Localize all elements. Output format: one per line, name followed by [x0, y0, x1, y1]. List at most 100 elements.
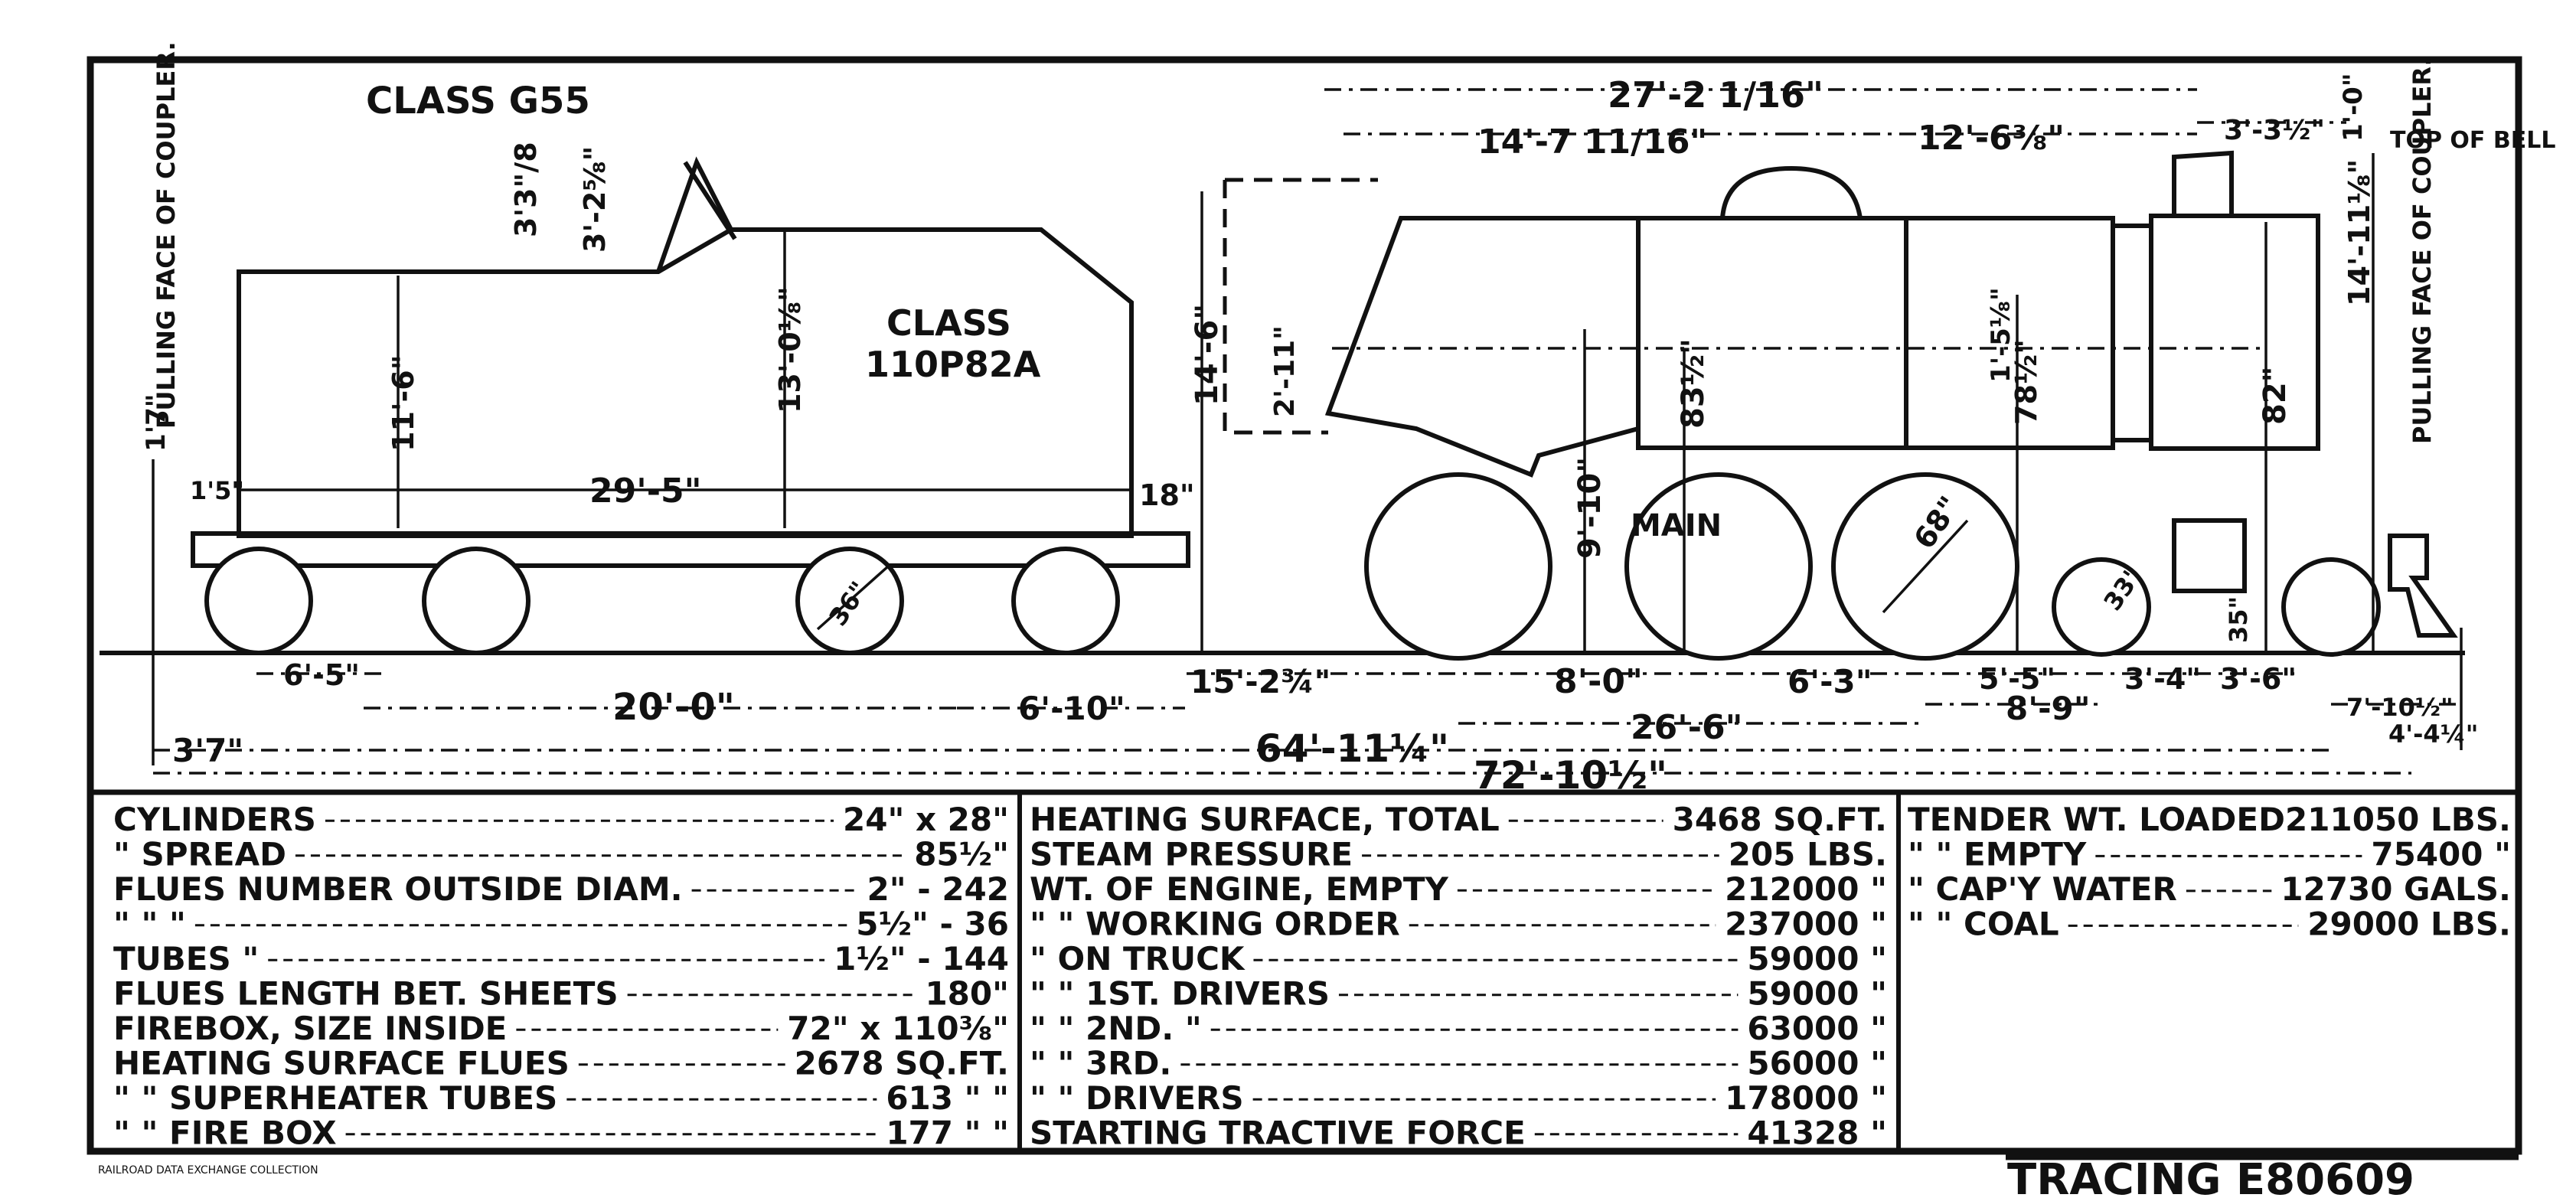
spec-label: " " 1ST. DRIVERS: [1030, 975, 1330, 1013]
smokestack: [2172, 150, 2234, 216]
dim-72-10: 72'-10½": [1474, 753, 1667, 798]
dim-1-0: 1'-0": [2338, 73, 2369, 142]
dim-64-11: 64'-11¼": [1255, 726, 1449, 771]
spec-value: 237000 ": [1725, 906, 1887, 943]
right-coupler-label: PULLING FACE OF COUPLER.: [2408, 57, 2437, 444]
spec-label: HEATING SURFACE, TOTAL: [1030, 801, 1500, 838]
tender-wheel-diameter-line: [816, 565, 890, 631]
dim-4-4: 4'-4¼": [2388, 720, 2478, 749]
spec-value: 3468 SQ.FT.: [1673, 801, 1887, 838]
dim-3-7: 3'7": [172, 732, 243, 769]
tender-coal-gate: [656, 156, 733, 273]
dim-6-5: 6'-5": [283, 658, 360, 692]
dim-14-7: 14'-7 11/16": [1477, 122, 1707, 162]
spec-column-weights: HEATING SURFACE, TOTAL 3468 SQ.FT. STEAM P…: [1030, 801, 1887, 1152]
main-driver-label: MAIN: [1631, 508, 1722, 543]
tracing-number: TRACING E80609: [2007, 1155, 2414, 1201]
spec-label: " " 2ND. ": [1030, 1010, 1202, 1047]
cab: [1324, 216, 1641, 478]
dim-8-0: 8'-0": [1554, 662, 1643, 701]
spec-label: " " WORKING ORDER: [1030, 906, 1400, 943]
dim-3-2-5-8: 3'-2⅝": [578, 146, 612, 253]
spec-value: 72" x 110⅜": [787, 1010, 1009, 1047]
spec-value: 63000 ": [1747, 1010, 1887, 1047]
spec-label: FIREBOX, SIZE INSIDE: [113, 1010, 507, 1047]
spec-label: TUBES ": [113, 940, 259, 977]
dim-29-5: 29'-5": [589, 472, 702, 511]
spec-value: 212000 ": [1725, 870, 1887, 908]
dim-3-6: 3'-6": [2220, 662, 2297, 696]
pilot-truck-wheel-1: [2052, 557, 2151, 657]
spec-label: " " 3RD.: [1030, 1045, 1171, 1082]
truck-box: [2172, 518, 2247, 593]
dim-14-11: 14'-11⅛": [2343, 159, 2376, 306]
dim-14-6: 14'-6": [1190, 304, 1225, 406]
pilot-truck-wheel-2: [2281, 557, 2381, 657]
dim-3-3-5: 3'-3½": [2224, 115, 2325, 146]
spec-label: " ON TRUCK: [1030, 940, 1246, 977]
dim-15-2-3-4: 15'-2¾": [1190, 663, 1330, 700]
spec-label: " " ": [113, 906, 186, 943]
dim-82: 82": [2258, 366, 2293, 425]
pilot: [2388, 534, 2458, 638]
tender: [191, 156, 1190, 655]
spec-value: 75400 ": [2371, 836, 2511, 873]
spec-value: 180": [925, 975, 1009, 1013]
spec-label: " " SUPERHEATER TUBES: [113, 1079, 557, 1117]
spec-value: 1½" - 144: [834, 940, 1009, 977]
locomotive: [1223, 150, 2458, 661]
collection-credit: RAILROAD DATA EXCHANGE COLLECTION: [98, 1164, 318, 1177]
dim-6-10: 6'-10": [1018, 690, 1125, 727]
dim-2-11: 2'-11": [1269, 325, 1301, 417]
top-of-bell-label: TOP OF BELL: [2390, 127, 2555, 154]
spec-label: " " COAL: [1908, 906, 2059, 943]
dim-18: 18": [1139, 478, 1195, 512]
dim-1-7: 1'7": [141, 394, 171, 452]
tender-wheel-2: [422, 547, 531, 655]
spec-label: " " EMPTY: [1908, 836, 2087, 873]
dim-3-4: 3'-4": [2124, 662, 2201, 696]
spec-label: STEAM PRESSURE: [1030, 836, 1353, 873]
steam-dome: [1720, 165, 1863, 219]
dim-12-6: 12'-6⅜": [1918, 119, 2065, 158]
dim-3-3-8: 3'3"/8: [509, 142, 543, 237]
spec-value: 12730 GALS.: [2281, 870, 2511, 908]
spec-value: 59000 ": [1747, 975, 1887, 1013]
tender-frame: [191, 531, 1190, 568]
smokebox: [2149, 214, 2320, 451]
sheet-border: [87, 56, 2522, 1155]
dim-9-10: 9'-10": [1572, 457, 1608, 559]
dim-35: 35": [2224, 596, 2253, 643]
dim-20-0: 20'-0": [612, 686, 735, 729]
left-coupler-label: PULLING FACE OF COUPLER.: [152, 41, 181, 429]
tender-class-label: CLASS G55: [366, 80, 590, 122]
dim-1-5-8: 1'-5⅛": [1986, 287, 2016, 383]
dim-78-5: 78½": [2010, 339, 2043, 425]
driver-diameter-line: [1882, 519, 1969, 614]
dim-83-5: 83½": [1676, 338, 1711, 429]
tender-body-class: CLASS: [886, 302, 1011, 344]
tender-wheel-1: [204, 547, 313, 655]
dim-7-10: 7'-10½": [2346, 693, 2454, 722]
spec-value: 29000 LBS.: [2307, 906, 2511, 943]
spec-label: FLUES NUMBER OUTSIDE DIAM.: [113, 870, 683, 908]
dim-27-2: 27'-2 1/16": [1608, 74, 1823, 116]
dim-13-0: 13'-0⅛": [773, 286, 807, 413]
tender-body-class-code: 110P82A: [865, 344, 1041, 385]
spec-value: 59000 ": [1747, 940, 1887, 977]
dim-26-6: 26'-6": [1631, 708, 1743, 747]
spec-value: 41328 ": [1747, 1115, 1887, 1152]
spec-value: 613 " ": [886, 1079, 1009, 1117]
dim-6-3: 6'-3": [1788, 663, 1872, 700]
spec-label: FLUES LENGTH BET. SHEETS: [113, 975, 619, 1013]
spec-value: 178000 ": [1725, 1079, 1887, 1117]
spec-label: STARTING TRACTIVE FORCE: [1030, 1115, 1526, 1152]
spec-value: 85½": [914, 836, 1009, 873]
spec-value: 56000 ": [1747, 1045, 1887, 1082]
smokebox-ring: [2111, 224, 2153, 442]
spec-label: CYLINDERS: [113, 801, 316, 838]
spec-label: " " DRIVERS: [1030, 1079, 1244, 1117]
